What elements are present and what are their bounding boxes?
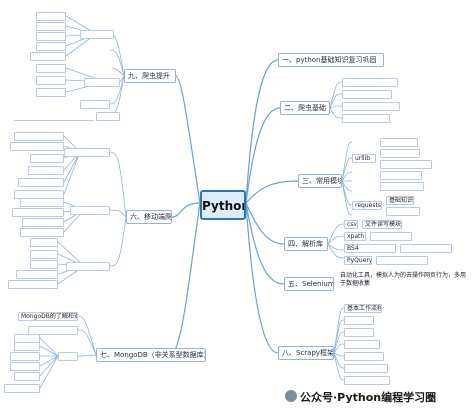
mobile-group bbox=[70, 206, 110, 215]
xpath-item: xpath bbox=[344, 232, 366, 241]
scrapy-item bbox=[344, 352, 384, 361]
mongodb-subitem bbox=[14, 372, 40, 381]
requests-subitem: 基础知识 bbox=[386, 196, 414, 205]
urllib-subitem bbox=[380, 182, 424, 191]
mobile-subitem bbox=[30, 260, 58, 269]
crawler-basics-item bbox=[342, 114, 390, 123]
mongodb-subitem bbox=[10, 362, 40, 371]
advanced-subitem bbox=[30, 52, 66, 61]
urllib-subitem bbox=[380, 149, 420, 158]
scrapy-item bbox=[344, 376, 390, 385]
mongodb-item bbox=[28, 326, 78, 335]
pyquery-item: PyQuery bbox=[344, 256, 372, 265]
urllib-subitem bbox=[380, 138, 418, 147]
mobile-subitem bbox=[10, 142, 64, 151]
branch-mobile-crawler: 六、移动端爬虫 bbox=[126, 210, 172, 224]
mobile-subitem bbox=[14, 132, 64, 141]
advanced-item bbox=[96, 112, 120, 121]
selenium-note: 自动化工具，模拟人为的去操作网页行为，多用于数据收集 bbox=[340, 272, 467, 287]
branch-mongodb: 七、MongoDB（非关系型数据库） bbox=[96, 348, 206, 362]
advanced-subitem bbox=[36, 76, 66, 85]
mobile-subitem bbox=[18, 178, 64, 187]
advanced-item bbox=[80, 100, 110, 109]
advanced-item bbox=[80, 30, 114, 39]
scrapy-item bbox=[344, 316, 374, 325]
scrapy-item bbox=[344, 364, 388, 373]
advanced-subitem bbox=[36, 22, 66, 31]
mongodb-item: MongoDB的了解和安装 bbox=[18, 312, 78, 321]
branch-common-modules: 三、常用模块 bbox=[298, 174, 342, 188]
advanced-subitem bbox=[36, 88, 66, 97]
branch-parsing-libs: 四、解析库 bbox=[284, 237, 328, 251]
urllib-subitem bbox=[380, 160, 432, 169]
csv-detail: 文件读写模块 bbox=[362, 220, 402, 229]
requests-subitem bbox=[386, 207, 420, 216]
mobile-subitem bbox=[28, 166, 64, 175]
mobile-subitem bbox=[30, 238, 58, 247]
advanced-subitem bbox=[36, 42, 66, 51]
mobile-subitem bbox=[30, 250, 58, 259]
branch-selenium: 五、Selenium bbox=[284, 277, 334, 291]
center-node: Python爬虫 bbox=[200, 190, 246, 220]
xpath-detail bbox=[370, 232, 412, 241]
crawler-basics-item bbox=[342, 90, 392, 99]
mobile-subitem bbox=[16, 270, 58, 279]
branch-crawler-advanced: 九、爬虫提升 bbox=[124, 69, 176, 83]
wechat-icon bbox=[285, 390, 297, 402]
bs4-detail bbox=[400, 244, 452, 253]
mobile-subitem bbox=[30, 154, 64, 163]
mongodb-subitem bbox=[14, 342, 40, 351]
scrapy-item: 基本工作流程 bbox=[344, 304, 382, 313]
urllib-item: urllib bbox=[352, 154, 376, 163]
urllib-subitem bbox=[380, 171, 422, 180]
mongodb-subitem bbox=[10, 352, 40, 361]
advanced-subitem bbox=[36, 12, 66, 21]
advanced-item bbox=[84, 78, 120, 87]
watermark: 公众号·Python编程学习圈 bbox=[300, 391, 437, 404]
bs4-item: BS4 bbox=[344, 244, 396, 253]
crawler-basics-item bbox=[342, 78, 398, 87]
branch-scrapy: 八、Scrapy框架 bbox=[278, 346, 334, 360]
crawler-basics-item bbox=[342, 102, 400, 111]
mobile-subitem bbox=[20, 228, 64, 237]
mobile-subitem bbox=[22, 218, 64, 227]
branch-crawler-basics: 二、爬虫基础 bbox=[280, 101, 330, 115]
pyquery-detail bbox=[376, 256, 428, 265]
csv-item: csv bbox=[344, 220, 358, 229]
mongodb-subitem bbox=[4, 384, 40, 393]
scrapy-item bbox=[344, 328, 374, 337]
branch-python-basics: 一、python基础知识复习巩固 bbox=[278, 53, 384, 67]
mobile-group bbox=[66, 262, 110, 271]
mobile-subitem bbox=[12, 208, 64, 217]
mobile-subitem bbox=[8, 280, 58, 289]
mobile-subitem bbox=[20, 198, 64, 207]
advanced-subitem bbox=[36, 64, 66, 73]
requests-item: requests bbox=[352, 201, 382, 210]
advanced-subitem bbox=[36, 32, 66, 41]
scrapy-item bbox=[344, 340, 380, 349]
advanced-note bbox=[14, 112, 94, 121]
mobile-group bbox=[64, 148, 110, 157]
mongodb-group bbox=[58, 352, 78, 361]
